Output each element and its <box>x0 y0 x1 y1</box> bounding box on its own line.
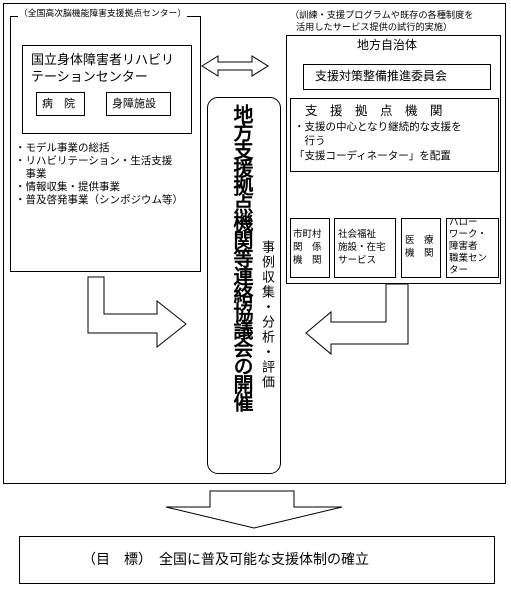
right-flow-arrow-icon <box>305 283 409 356</box>
hub-line-2: 行う <box>294 135 326 147</box>
left-panel-caption: （全国高次脳機能障害支援拠点センター） <box>18 9 188 20</box>
role-2: ・リハビリテーション・生活支援 <box>15 155 173 167</box>
org-box-welfare <box>334 218 396 278</box>
activity-text: 事例収集・分析・評価 <box>259 240 274 390</box>
org-municipal-label: 市町村 関 係 機 関 <box>293 229 322 266</box>
org-medical-label: 医 療 機 関 <box>405 235 434 259</box>
facility-box <box>106 92 171 116</box>
hospital-box <box>36 92 85 116</box>
org-hellowork-label: ハロー ワーク・ 障害者 職業セン ター <box>449 217 488 276</box>
center-meeting-box <box>207 97 281 474</box>
center-name-box <box>22 45 192 134</box>
role-1: ・モデル事業の総括 <box>15 142 110 154</box>
right-caption-2: 活用したサービス提供の試行的実施） <box>296 22 453 34</box>
meeting-title: 地方支援拠点機関等連絡協議会の開催 <box>230 104 254 410</box>
center-name-line2: テーションセンター <box>31 70 148 85</box>
role-4: ・普及啓発事業（シンポジウム等） <box>15 194 183 206</box>
right-panel-title: 地方自治体 <box>357 38 418 53</box>
exchange-double-arrow-icon <box>201 55 269 77</box>
hub-box <box>290 98 499 172</box>
org-box-medical <box>401 218 441 278</box>
center-name-line1: 国立身体障害者リハビリ <box>31 53 175 68</box>
org-welfare-label: 社会福祉 施設・在宅 サービス <box>338 229 386 266</box>
committee-box <box>303 64 491 90</box>
hospital-label: 病 院 <box>42 97 75 110</box>
committee-label: 支援対策整備推進委員会 <box>315 69 448 83</box>
role-3: ・情報収集・提供事業 <box>15 181 120 193</box>
right-caption-1: （訓練・支援プログラムや既存の各種制度を <box>290 10 474 22</box>
hub-line-3: 「支援コーディネーター」を配置 <box>294 150 451 162</box>
hub-line-1: ・支援の中心となり継続的な支援を <box>294 121 462 133</box>
role-2-cont: 事業 <box>15 168 47 180</box>
hub-title: 支 援 拠 点 機 関 <box>305 103 443 118</box>
facility-label: 身障施設 <box>112 97 156 110</box>
down-arrow-icon <box>165 490 343 529</box>
left-flow-arrow-icon <box>87 276 187 349</box>
outer-frame <box>3 3 506 484</box>
org-box-municipal <box>290 218 330 278</box>
goal-text: （目 標） 全国に普及可能な支援体制の確立 <box>82 552 369 568</box>
org-box-hellowork <box>446 218 499 278</box>
goal-box <box>19 536 495 584</box>
